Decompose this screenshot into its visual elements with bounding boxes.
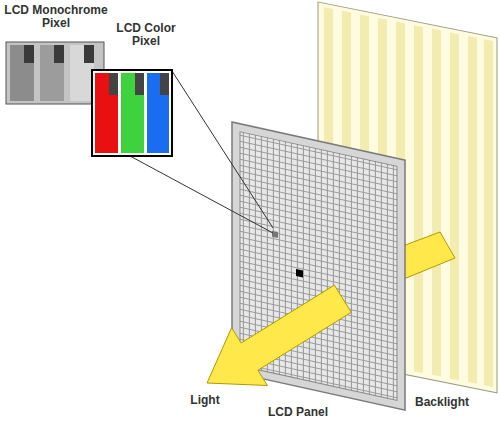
panel-label: LCD Panel [258,406,338,419]
light-label: Light [180,394,230,407]
leader-line [130,156,273,233]
monochrome-pixel [6,42,104,104]
color-pixel [92,70,172,156]
pixel-title: LCD Monochrome Pixel [2,4,110,30]
light-arrow [207,285,351,385]
leader-line [172,71,273,228]
backlight-label: Backlight [402,396,482,409]
pixel-title: LCD Color Pixel [108,22,184,48]
